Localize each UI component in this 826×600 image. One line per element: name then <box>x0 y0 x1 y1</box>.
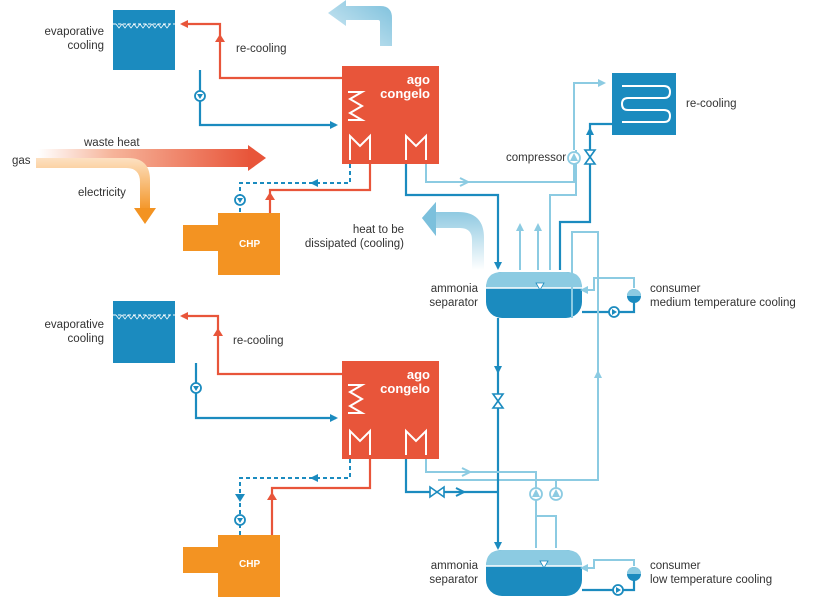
compressor-icon <box>567 151 581 165</box>
re-cooling-bottom-label: re-cooling <box>233 335 284 347</box>
recool-supply-bottom <box>194 363 338 422</box>
pump-icon <box>194 90 206 102</box>
evaporative-cooling-bottom-label: evaporative cooling <box>44 319 104 345</box>
chp-top-return <box>239 164 351 213</box>
compressor-label: compressor <box>506 152 567 164</box>
compressor-icon <box>549 487 563 501</box>
chp-bottom-label: CHP <box>239 559 261 570</box>
pump-icon <box>190 382 202 394</box>
ago-congelo-bottom-unit <box>342 361 439 459</box>
chp-bottom-return <box>239 459 351 535</box>
evaporative-cooling-top-tank <box>113 10 175 70</box>
pump-icon <box>612 584 624 596</box>
valve-icon <box>491 393 505 409</box>
ammonia-separator-top <box>486 272 582 318</box>
re-cooling-right-label: re-cooling <box>686 98 737 110</box>
pump-icon <box>234 194 246 206</box>
heat-dissipated-label: heat to be dissipated (cooling) <box>304 224 404 250</box>
heat-dissipated-arrow <box>422 202 484 270</box>
recool-supply-top <box>198 70 338 129</box>
ammonia-separator-top-label: ammonia separator <box>429 283 478 309</box>
chp-top-heat <box>268 164 372 213</box>
electricity-label: electricity <box>78 187 126 199</box>
ammonia-separator-bottom-label: ammonia separator <box>429 560 478 586</box>
ago-congelo-bottom-label: ago congelo <box>380 367 430 396</box>
recool-return-top <box>180 20 342 80</box>
consumer-medium-label: consumer medium temperature cooling <box>650 283 796 309</box>
re-cooling-coil <box>612 73 676 135</box>
valve-icon <box>583 149 597 165</box>
consumer-low-label: consumer low temperature cooling <box>650 560 773 586</box>
compressor-icon <box>529 487 543 501</box>
recool-return-bottom <box>180 312 342 376</box>
re-cooling-top-label: re-cooling <box>236 43 287 55</box>
chp-bottom-heat <box>270 459 372 535</box>
ago-congelo-top-label: ago congelo <box>380 72 430 101</box>
consumer-low-icon <box>627 567 641 581</box>
pump-icon <box>234 514 246 526</box>
valve-icon <box>429 485 445 499</box>
consumer-medium-icon <box>627 289 641 303</box>
heat-output-arrow <box>328 0 392 46</box>
ammonia-separator-bottom <box>486 550 582 596</box>
waste-heat-label: waste heat <box>84 137 140 149</box>
evaporative-cooling-bottom-tank <box>113 301 175 363</box>
chp-top-unit <box>183 213 280 275</box>
gas-label: gas <box>12 155 31 167</box>
evaporative-cooling-top-label: evaporative cooling <box>44 26 104 52</box>
chp-top-label: CHP <box>239 239 261 250</box>
chp-bottom-unit <box>183 535 280 597</box>
electricity-arrow <box>36 158 156 224</box>
ago-congelo-top-unit <box>342 66 439 164</box>
pump-icon <box>608 306 620 318</box>
